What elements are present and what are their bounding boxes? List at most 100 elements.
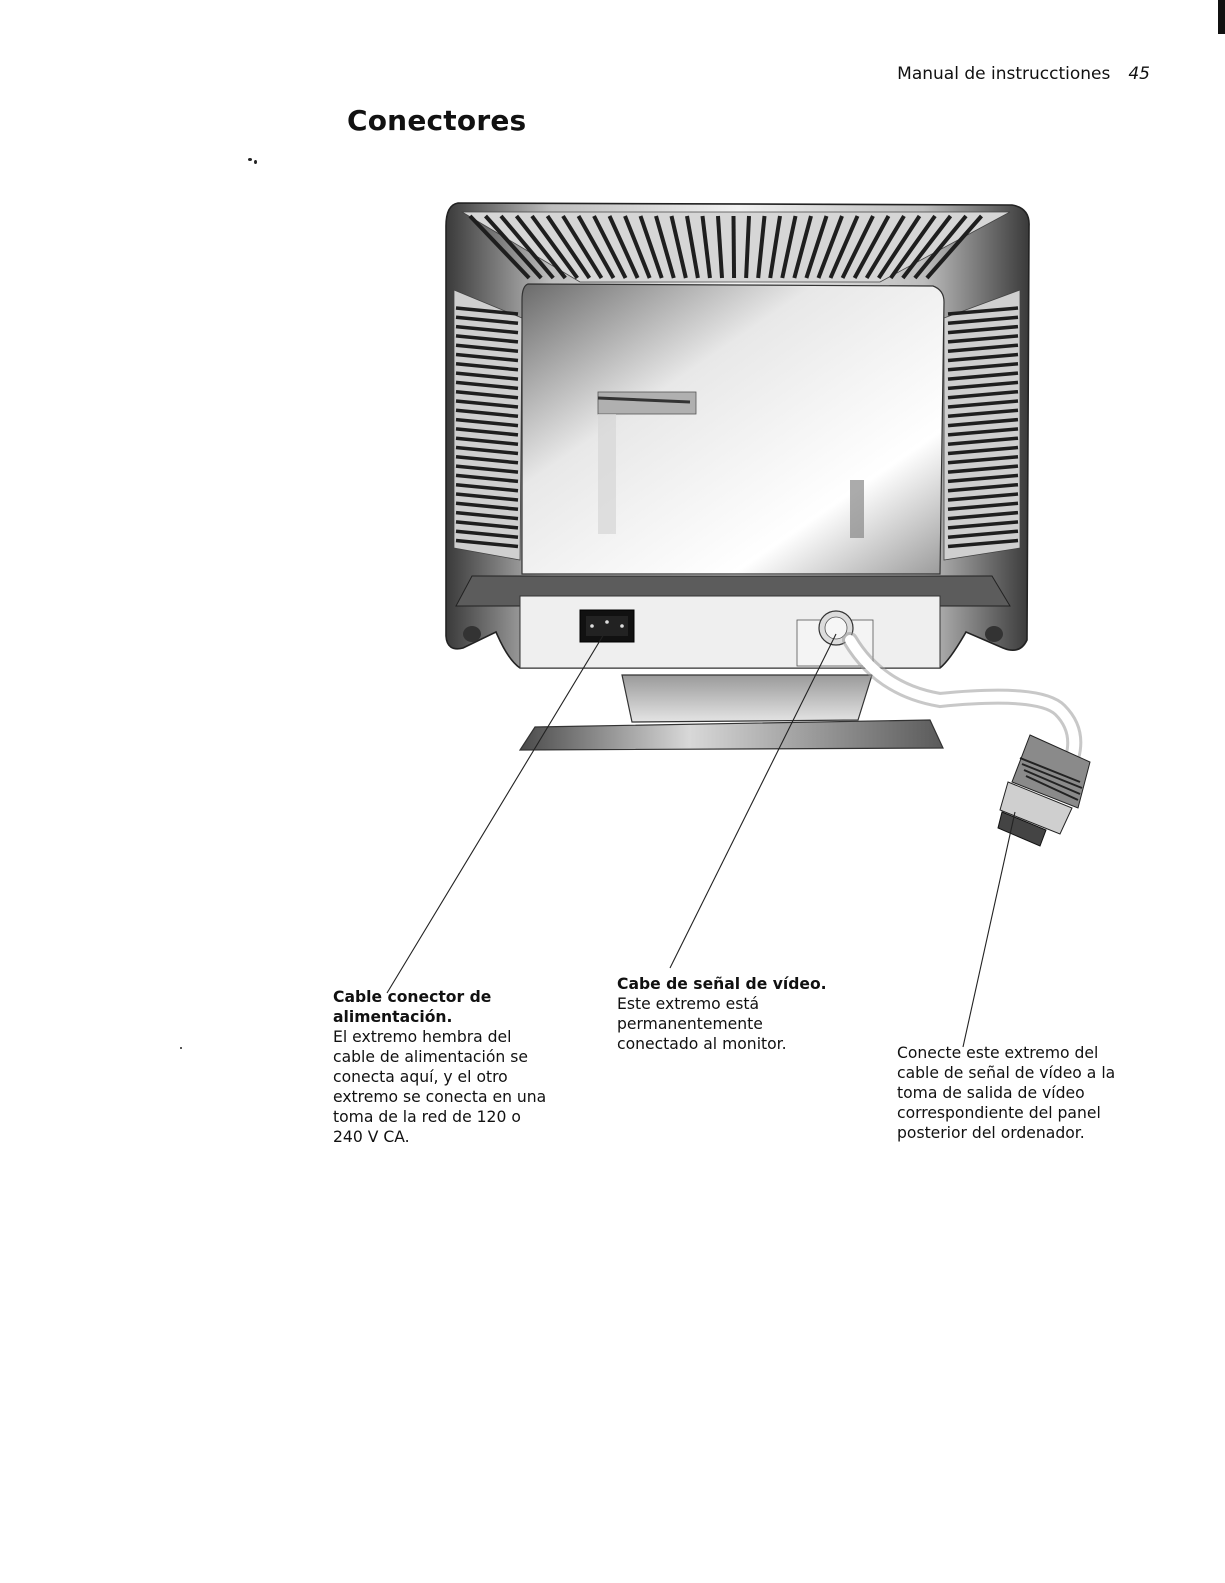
vent-slot bbox=[455, 389, 519, 400]
vent-slot bbox=[947, 436, 1019, 446]
vent-slot bbox=[455, 529, 519, 539]
vent-slot bbox=[947, 427, 1019, 437]
callout-power-body-line: toma de la red de 120 o bbox=[333, 1108, 521, 1126]
callout-power-body-line: El extremo hembra del bbox=[333, 1028, 512, 1046]
vent-slot bbox=[607, 215, 640, 279]
callout-connect-end: Conecte este extremo del cable de señal … bbox=[897, 1043, 1147, 1143]
vent-slot bbox=[947, 408, 1019, 419]
vent-slot bbox=[530, 214, 579, 280]
callout-video-cable: Cabe de señal de vídeo. Este extremo est… bbox=[617, 974, 837, 1054]
vent-slot bbox=[947, 324, 1019, 335]
vent-slot bbox=[947, 464, 1019, 474]
callout-power-body: El extremo hembra del cable de alimentac… bbox=[333, 1027, 573, 1147]
vent-slot bbox=[455, 399, 519, 409]
callout-connect-body-line: posterior del ordenador. bbox=[897, 1124, 1085, 1142]
vent-slot bbox=[947, 510, 1019, 521]
vent-slot bbox=[947, 455, 1019, 465]
vent-slot bbox=[514, 214, 567, 280]
callout-connect-body-line: correspondiente del panel bbox=[897, 1104, 1101, 1122]
vent-slot bbox=[947, 315, 1019, 326]
vent-slot bbox=[947, 334, 1019, 344]
vent-slot bbox=[716, 215, 724, 279]
scan-speck bbox=[180, 1047, 182, 1049]
vent-slot bbox=[756, 215, 767, 279]
callout-video-heading: Cabe de señal de vídeo. bbox=[617, 974, 837, 994]
vent-slot bbox=[828, 215, 860, 279]
vent-slot bbox=[455, 334, 519, 344]
vent-slot bbox=[700, 215, 712, 279]
vent-slot bbox=[669, 215, 688, 279]
callout-connect-body: Conecte este extremo del cable de señal … bbox=[897, 1043, 1147, 1143]
vent-slot bbox=[947, 343, 1019, 353]
vent-slot bbox=[864, 214, 906, 280]
vent-slot bbox=[455, 352, 519, 363]
vent-slot bbox=[592, 215, 628, 279]
callout-power-body-line: conecta aquí, y el otro bbox=[333, 1068, 508, 1086]
callout-video-body-line: permanentemente bbox=[617, 1015, 763, 1033]
callout-video-body: Este extremo está permanentemente conect… bbox=[617, 994, 837, 1054]
callout-video-heading-line: Cabe de señal de vídeo. bbox=[617, 975, 827, 993]
vent-slot bbox=[499, 214, 555, 280]
vent-slot bbox=[804, 215, 829, 279]
vent-slot bbox=[947, 380, 1019, 391]
vent-slot bbox=[744, 215, 751, 279]
vent-slot bbox=[455, 501, 519, 512]
vent-slot bbox=[816, 215, 844, 279]
vent-slot bbox=[947, 399, 1019, 409]
vent-slot bbox=[623, 215, 652, 279]
vent-slot bbox=[455, 538, 519, 549]
callout-connect-body-line: toma de salida de vídeo bbox=[897, 1084, 1085, 1102]
vent-slot bbox=[484, 214, 543, 280]
vent-slot bbox=[947, 492, 1019, 502]
vent-slot bbox=[455, 473, 519, 484]
callout-power-body-line: cable de alimentación se bbox=[333, 1048, 528, 1066]
callout-power-body-line: 240 V CA. bbox=[333, 1128, 410, 1146]
vent-slot bbox=[455, 362, 519, 372]
page-title: Conectores bbox=[347, 104, 527, 137]
vent-slot bbox=[947, 445, 1019, 456]
callout-video-body-line: conectado al monitor. bbox=[617, 1035, 787, 1053]
page-number: 45 bbox=[1128, 64, 1150, 84]
page-edge-mark bbox=[1218, 0, 1225, 34]
vent-slot bbox=[576, 215, 616, 279]
vent-slot bbox=[455, 492, 519, 502]
callout-power-heading: Cable conector de alimentación. bbox=[333, 987, 573, 1027]
callout-power-cable: Cable conector de alimentación. El extre… bbox=[333, 987, 573, 1147]
vent-slot bbox=[840, 215, 875, 279]
vent-slot bbox=[455, 315, 519, 326]
vent-slot bbox=[877, 214, 922, 280]
vent-slot bbox=[455, 371, 519, 381]
vent-slot bbox=[455, 482, 519, 493]
vent-slot bbox=[947, 538, 1019, 549]
vent-slot bbox=[947, 306, 1019, 316]
vent-slot bbox=[455, 464, 519, 474]
vent-slot bbox=[852, 215, 891, 279]
callout-connect-body-line: Conecte este extremo del bbox=[897, 1044, 1099, 1062]
vent-slot bbox=[913, 214, 968, 280]
vent-slot bbox=[947, 362, 1019, 372]
vent-slot bbox=[947, 529, 1019, 539]
vent-slot bbox=[654, 215, 676, 279]
vent-slot bbox=[947, 482, 1019, 493]
scan-speck bbox=[248, 158, 252, 161]
vent-slot bbox=[889, 214, 937, 280]
vent-slot bbox=[455, 455, 519, 465]
vent-slot bbox=[947, 352, 1019, 363]
vent-slot bbox=[561, 214, 604, 280]
vent-slot bbox=[455, 408, 519, 419]
vent-slot bbox=[455, 417, 519, 428]
vent-slot bbox=[925, 214, 984, 280]
vent-slot bbox=[455, 510, 519, 521]
callout-connect-body-line: cable de señal de vídeo a la bbox=[897, 1064, 1116, 1082]
vent-slot bbox=[780, 215, 798, 279]
vent-slot bbox=[545, 214, 592, 280]
vent-slot bbox=[455, 380, 519, 391]
vent-slot bbox=[947, 501, 1019, 512]
vent-slot bbox=[638, 215, 664, 279]
vent-slot bbox=[455, 445, 519, 456]
vent-slot bbox=[947, 473, 1019, 484]
scan-speck bbox=[254, 160, 257, 164]
vent-slot bbox=[947, 417, 1019, 428]
